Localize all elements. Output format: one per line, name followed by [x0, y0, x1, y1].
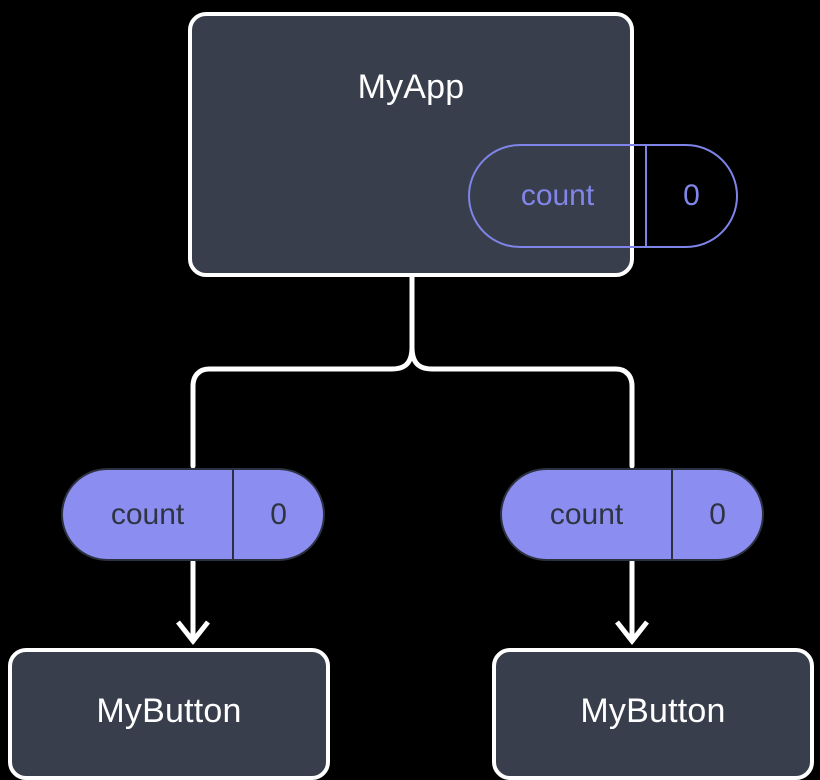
state-pill-branch-right-key: count [549, 497, 624, 531]
component-label-mybutton-right: MyButton [580, 692, 726, 730]
state-pill-branch-left[interactable]: count 0 [61, 468, 325, 561]
wire-fork-right [409, 344, 635, 469]
arrowhead-left [176, 620, 210, 646]
state-pill-branch-right-value: 0 [671, 470, 762, 559]
component-label-myapp: MyApp [357, 68, 465, 106]
component-box-mybutton-left[interactable]: MyButton [8, 648, 330, 780]
state-pill-branch-left-value: 0 [232, 470, 323, 559]
component-box-myapp[interactable]: MyApp count 0 [188, 12, 738, 277]
state-pill-branch-left-key: count [110, 497, 185, 531]
component-box-mybutton-right[interactable]: MyButton [492, 648, 814, 780]
component-label-mybutton-left: MyButton [96, 692, 242, 730]
state-pill-root-value: 0 [645, 146, 736, 246]
state-pill-branch-right[interactable]: count 0 [500, 468, 764, 561]
state-pill-root[interactable]: count 0 [468, 144, 738, 248]
state-pill-root-key: count [520, 179, 595, 212]
arrowhead-right [615, 620, 649, 646]
wire-fork-left [190, 344, 415, 469]
